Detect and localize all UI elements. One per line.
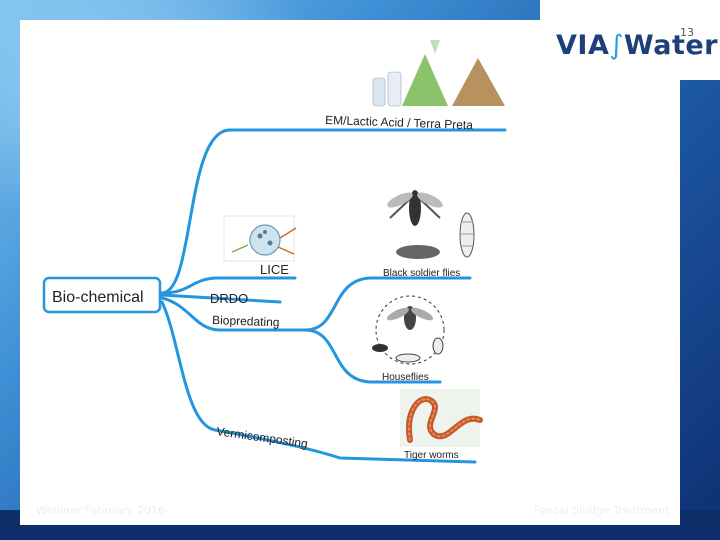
connector-em [160, 128, 507, 295]
branch-vermi-label: Vermicomposting [216, 424, 309, 451]
connector-lice [160, 276, 297, 295]
connector-drdo [160, 293, 282, 304]
logo-text-water: Water [623, 30, 718, 61]
branch-houseflies-label: Houseflies [382, 372, 429, 383]
footer-left-text: Webinar February 2016 [36, 504, 166, 517]
root-node-label: Bio-chemical [52, 289, 144, 306]
via-water-logo: VIA∫Water [556, 30, 718, 61]
connector-bsf [303, 276, 472, 332]
tiger-worms-illustration [400, 389, 483, 447]
connector-vermi [160, 300, 477, 464]
logo-separator: ∫ [609, 30, 624, 61]
black-soldier-flies-illustration [387, 190, 475, 259]
logo-panel [540, 0, 720, 80]
tiger-worms-caption: Tiger worms [404, 450, 459, 461]
branch-lice-label: LICE [260, 262, 289, 277]
connector-biopredating [160, 296, 307, 332]
branch-biopredating-label: Biopredating [212, 313, 280, 329]
em-bottles-illustration [372, 40, 505, 107]
mindmap-diagram: Bio-chemical EM/Lactic Acid / Terra Pret… [42, 40, 507, 464]
branch-bsf-label: Black soldier flies [383, 268, 460, 279]
houseflies-illustration [372, 295, 445, 365]
branch-drdo-label: DRDO [210, 291, 248, 306]
branch-em-label: EM/Lactic Acid / Terra Preta [325, 113, 474, 132]
page-number: 13 [680, 26, 694, 39]
lice-diagram-illustration [223, 215, 297, 262]
logo-text-via: VIA [556, 30, 610, 61]
connector-houseflies [303, 328, 442, 384]
footer-right-text: Faecal Sludge Treatment [534, 504, 670, 517]
content-panel [20, 20, 680, 525]
root-node-box [42, 276, 162, 314]
